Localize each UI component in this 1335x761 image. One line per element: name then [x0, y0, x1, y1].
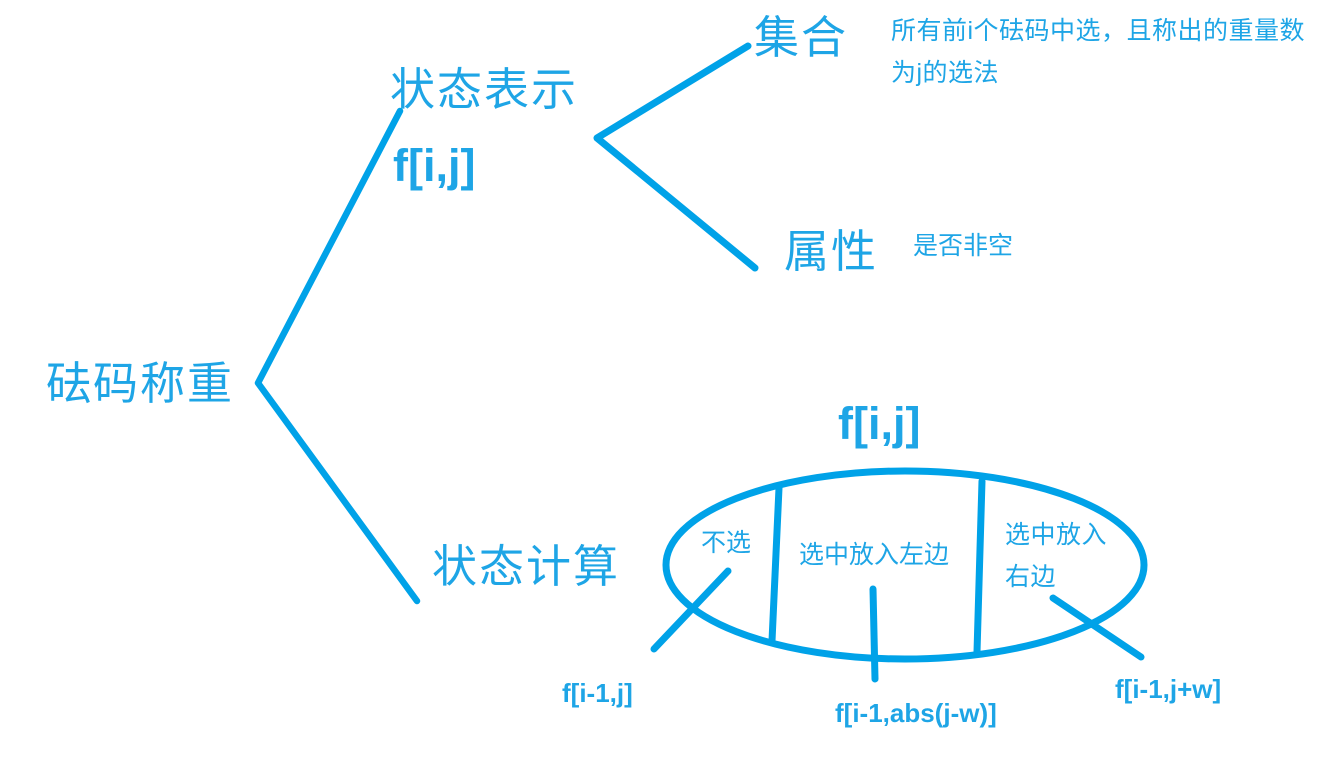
- partition-label-right-pan: 选中放入 右边: [1005, 514, 1107, 598]
- attribute-annotation: 是否非空: [913, 232, 1014, 260]
- partition-label-right-pan-line1: 选中放入: [1005, 521, 1108, 549]
- result-formula-no-pick: f[i-1,j]: [562, 678, 633, 708]
- partition-ellipse-outline: [662, 467, 1148, 663]
- state-representation-formula: f[i,j]: [393, 140, 476, 191]
- set-annotation-line2: 为j的选法: [891, 59, 1000, 87]
- leader-line-left: [650, 567, 732, 653]
- set-annotation: 所有前i个砝码中选，且称出的重量数 为j的选法: [891, 10, 1305, 94]
- result-formula-left-pan: f[i-1,abs(j-w)]: [835, 698, 997, 728]
- set-annotation-line1: 所有前i个砝码中选，且称出的重量数: [891, 17, 1306, 45]
- root-bracket-line: [254, 107, 421, 605]
- partition-divider-1: [768, 484, 783, 645]
- partition-label-right-pan-line2: 右边: [1005, 563, 1057, 591]
- partition-label-left-pan: 选中放入左边: [799, 541, 950, 569]
- set-label: 集合: [754, 12, 849, 63]
- state-representation-bracket-line: [593, 42, 759, 272]
- partition-label-no-pick: 不选: [701, 529, 752, 557]
- root-label: 砝码称重: [46, 358, 235, 409]
- attribute-label: 属性: [784, 226, 879, 277]
- partition-divider-2: [973, 477, 986, 656]
- leader-line-middle: [869, 585, 879, 683]
- state-computation-label: 状态计算: [432, 541, 621, 592]
- leader-line-right: [1049, 594, 1145, 661]
- result-formula-right-pan: f[i-1,j+w]: [1115, 674, 1222, 704]
- state-representation-label: 状态表示: [390, 64, 579, 115]
- state-computation-formula: f[i,j]: [838, 398, 921, 449]
